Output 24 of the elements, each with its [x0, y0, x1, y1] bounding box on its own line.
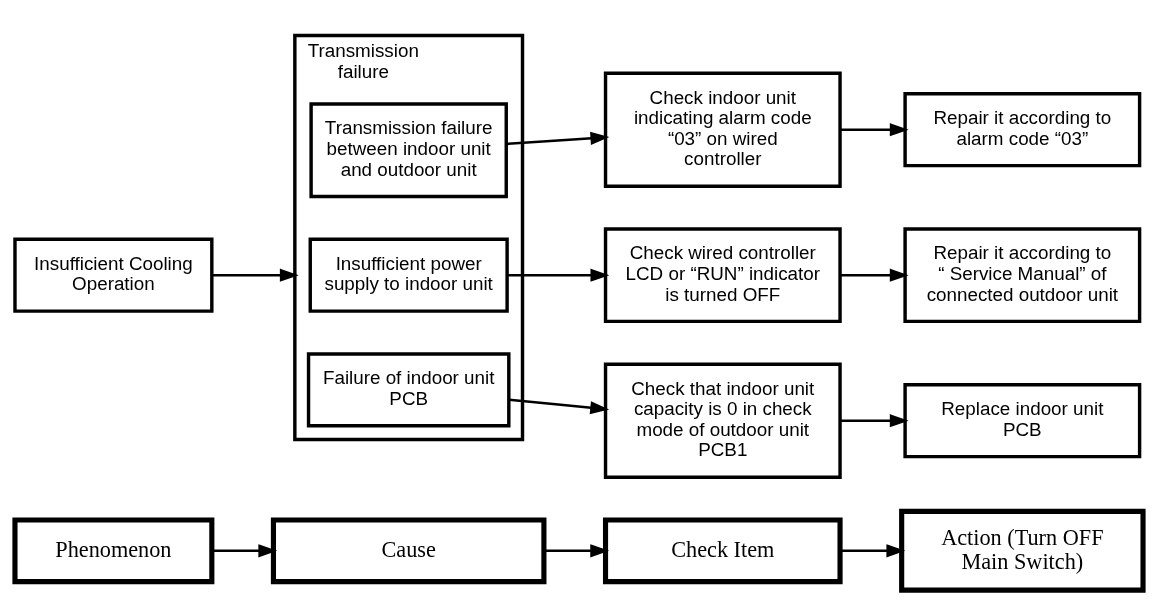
- node-box: Check that indoor unit capacity is 0 in check mode of outdoor unit PCB1: [603, 362, 842, 479]
- arrow: [507, 268, 610, 282]
- arrow: [840, 544, 906, 558]
- node-box: Insufficient power supply to indoor unit: [308, 237, 509, 313]
- node-box: Failure of indoor unit PCB: [306, 352, 511, 428]
- node-box: Repair it according to alarm code “03”: [903, 92, 1142, 168]
- node-box: Action (Turn OFF Main Switch): [899, 508, 1146, 593]
- arrow: [509, 398, 610, 415]
- node-box: Cause: [270, 517, 547, 585]
- arrow: [212, 268, 299, 282]
- node-box: Phenomenon: [12, 517, 215, 585]
- node-box: Check Item: [602, 517, 843, 585]
- node-box: Repair it according to “ Service Manual” of connected outdoor unit: [903, 227, 1142, 324]
- node-box: Insufficient Cooling Operation: [13, 237, 214, 313]
- node-box: Check indoor unit indicating alarm code “03” on wired controller: [603, 71, 842, 188]
- node-box: Replace indoor unit PCB: [903, 383, 1142, 459]
- arrow: [840, 268, 909, 282]
- arrow: [543, 544, 610, 558]
- arrow: [212, 544, 278, 558]
- node-box: Check wired controller LCD or “RUN” indicator is turned OFF: [603, 227, 842, 324]
- arrow: [840, 123, 909, 137]
- arrow: [840, 414, 909, 428]
- arrow: [506, 131, 610, 146]
- node-box: Transmission failure between indoor unit and outdoor unit: [309, 102, 508, 199]
